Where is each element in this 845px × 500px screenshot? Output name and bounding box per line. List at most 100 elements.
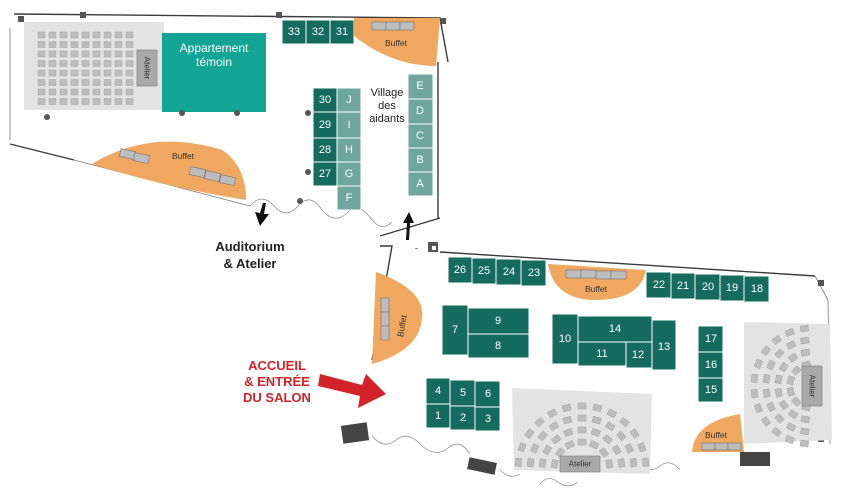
seat	[81, 88, 90, 96]
stand-25[interactable]	[471, 257, 497, 285]
stand-block-10-14: 10 14 11 12 13	[551, 313, 677, 371]
seat	[784, 435, 795, 445]
svg-text:23: 23	[528, 267, 540, 279]
buffet-lower-left: Buffet	[372, 272, 423, 364]
seat	[125, 31, 134, 39]
seat	[103, 50, 112, 58]
seat	[538, 458, 547, 468]
seat	[37, 69, 46, 77]
seat	[59, 69, 68, 77]
seat	[530, 443, 540, 454]
seat	[70, 79, 79, 86]
seat	[70, 41, 79, 48]
seat	[774, 413, 785, 424]
svg-text:6: 6	[485, 388, 491, 400]
stand-6[interactable]	[474, 380, 501, 408]
stand-5[interactable]	[449, 379, 476, 407]
stand-33[interactable]	[281, 19, 307, 45]
svg-text:19: 19	[726, 282, 738, 294]
seat	[48, 31, 57, 39]
seat	[59, 60, 68, 67]
seat	[577, 426, 587, 434]
stand-H[interactable]	[336, 137, 362, 163]
stand-A[interactable]	[407, 171, 434, 197]
seat	[604, 421, 616, 432]
buffet-upper-right: Buffet	[354, 18, 440, 66]
svg-text:21: 21	[677, 280, 689, 292]
stand-15[interactable]	[697, 377, 724, 403]
svg-text:F: F	[346, 192, 353, 204]
stand-19[interactable]	[719, 274, 745, 302]
seat	[125, 60, 134, 67]
stand-22[interactable]	[645, 271, 672, 299]
svg-text:15: 15	[705, 384, 717, 396]
stand-I[interactable]	[336, 111, 362, 139]
entry-label-line3: DU SALON	[243, 390, 311, 405]
stand-9[interactable]	[467, 307, 530, 335]
seat	[92, 88, 101, 96]
stand-7[interactable]	[441, 304, 469, 356]
stand-10[interactable]	[551, 313, 579, 365]
stand-13[interactable]	[651, 319, 677, 371]
seat	[799, 324, 810, 333]
seat	[629, 457, 638, 468]
seat	[59, 41, 68, 48]
seat	[114, 60, 123, 67]
seat	[103, 60, 112, 67]
buffet-label-upper-left: Buffet	[172, 151, 195, 161]
stand-3[interactable]	[474, 406, 501, 432]
seat	[617, 458, 626, 468]
stand-16[interactable]	[697, 351, 724, 379]
seat	[103, 79, 112, 86]
seat	[103, 98, 112, 105]
stand-8[interactable]	[467, 333, 530, 359]
svg-text:30: 30	[319, 94, 331, 106]
seat	[766, 359, 776, 371]
stand-row-31-33: 33 32 31	[281, 19, 355, 45]
seat	[800, 415, 811, 424]
stand-23[interactable]	[520, 259, 547, 287]
seat	[37, 79, 46, 86]
stand-B[interactable]	[407, 147, 434, 173]
seat	[563, 427, 574, 437]
svg-text:7: 7	[452, 324, 458, 336]
stand-12[interactable]	[625, 341, 653, 369]
seat	[548, 421, 560, 432]
stand-2[interactable]	[449, 405, 476, 431]
stand-30[interactable]	[312, 87, 338, 113]
seat	[547, 408, 558, 419]
svg-text:14: 14	[609, 323, 621, 335]
showroom-label-line1: Appartement	[180, 41, 249, 55]
village-label-line2: des	[378, 100, 396, 112]
stand-29[interactable]	[312, 111, 338, 139]
seat	[605, 458, 614, 469]
svg-text:11: 11	[596, 348, 607, 360]
buffet-label-lower-middle: Buffet	[585, 284, 608, 294]
seat	[774, 387, 783, 398]
stand-18[interactable]	[743, 275, 770, 303]
village-stands-left: 30 29 28 27 J I H G F	[312, 87, 362, 211]
stand-E[interactable]	[407, 73, 434, 100]
seat	[753, 403, 763, 414]
seat	[616, 430, 627, 442]
seat	[81, 41, 90, 48]
stand-4[interactable]	[425, 377, 451, 405]
stand-17[interactable]	[697, 325, 724, 353]
seat	[766, 401, 776, 413]
stand-27[interactable]	[312, 161, 338, 187]
seat	[517, 442, 527, 453]
seat	[70, 50, 79, 58]
stand-1[interactable]	[425, 403, 451, 429]
seat	[624, 443, 634, 454]
buffet-lower-middle: Buffet	[548, 264, 646, 300]
svg-text:18: 18	[751, 283, 763, 295]
seat	[537, 430, 548, 442]
auditorium-arrow	[255, 203, 269, 226]
stand-F[interactable]	[336, 185, 362, 211]
svg-text:2: 2	[460, 412, 466, 424]
seat	[514, 457, 523, 467]
stand-11[interactable]	[577, 341, 627, 367]
stand-24[interactable]	[495, 258, 522, 286]
stand-26[interactable]	[447, 256, 473, 284]
stand-J[interactable]	[336, 87, 362, 113]
